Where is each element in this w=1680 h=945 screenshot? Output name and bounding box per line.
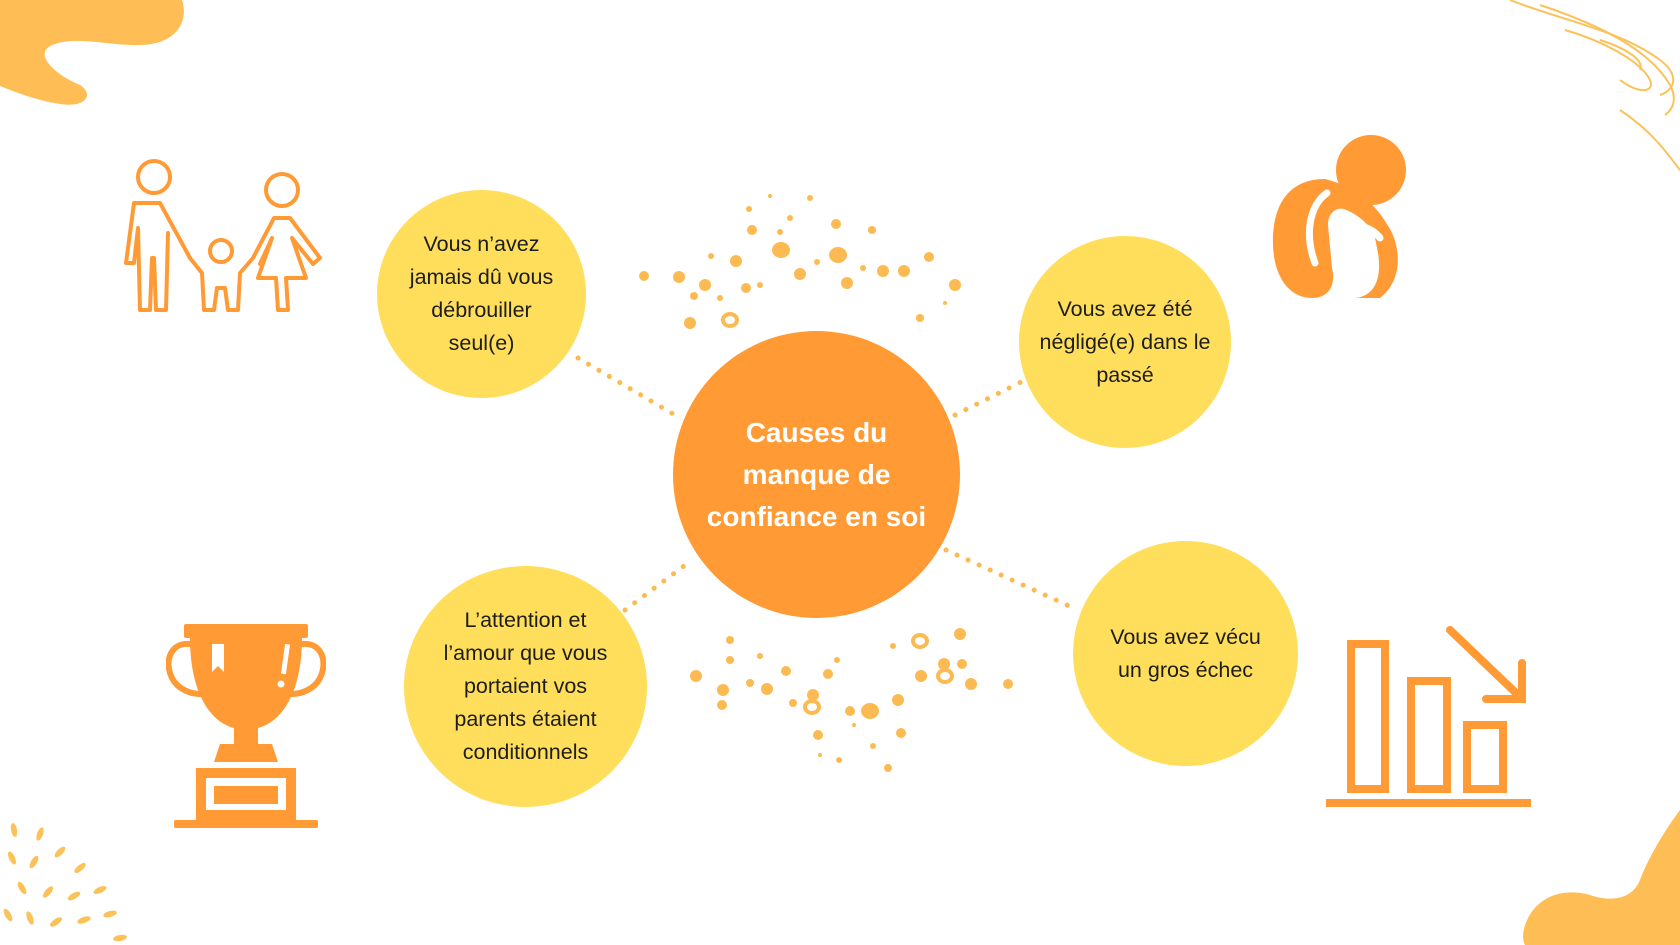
cause-node-3-label: L’attention et l’amour que vous portaien… [443, 608, 608, 764]
connector-bottom-left [622, 557, 695, 613]
cause-node-2-label: Vous avez été négligé(e) dans le passé [1039, 296, 1211, 387]
cause-node-4-label: Vous avez vécu un gros échec [1110, 624, 1261, 682]
cause-node-1-label: Vous n’avez jamais dû vous débrouiller s… [409, 232, 554, 355]
top-left-blob [0, 0, 184, 105]
sad-person-icon [1272, 135, 1406, 298]
cause-node-3: L’attention et l’amour que vous portaien… [404, 566, 647, 807]
bottom-left-dashes [3, 823, 127, 942]
bottom-right-blob [1523, 810, 1680, 945]
center-node-label: Causes du manque de confiance en soi [706, 416, 927, 532]
confetti-dots-top [639, 194, 961, 329]
connector-top-left [575, 355, 683, 421]
family-icon [124, 159, 322, 312]
confetti-dots-bottom [690, 628, 1013, 772]
connectors [575, 355, 1081, 613]
cause-node-4: Vous avez vécu un gros échec [1073, 541, 1298, 766]
top-right-line-art [1509, 0, 1680, 171]
cause-node-1: Vous n’avez jamais dû vous débrouiller s… [377, 190, 586, 398]
cause-node-2: Vous avez été négligé(e) dans le passé [1019, 236, 1231, 448]
connector-top-right [952, 377, 1028, 418]
declining-chart-icon [1326, 626, 1531, 807]
connector-bottom-right [943, 547, 1081, 613]
trophy-icon [166, 624, 326, 828]
center-node: Causes du manque de confiance en soi [673, 331, 960, 618]
